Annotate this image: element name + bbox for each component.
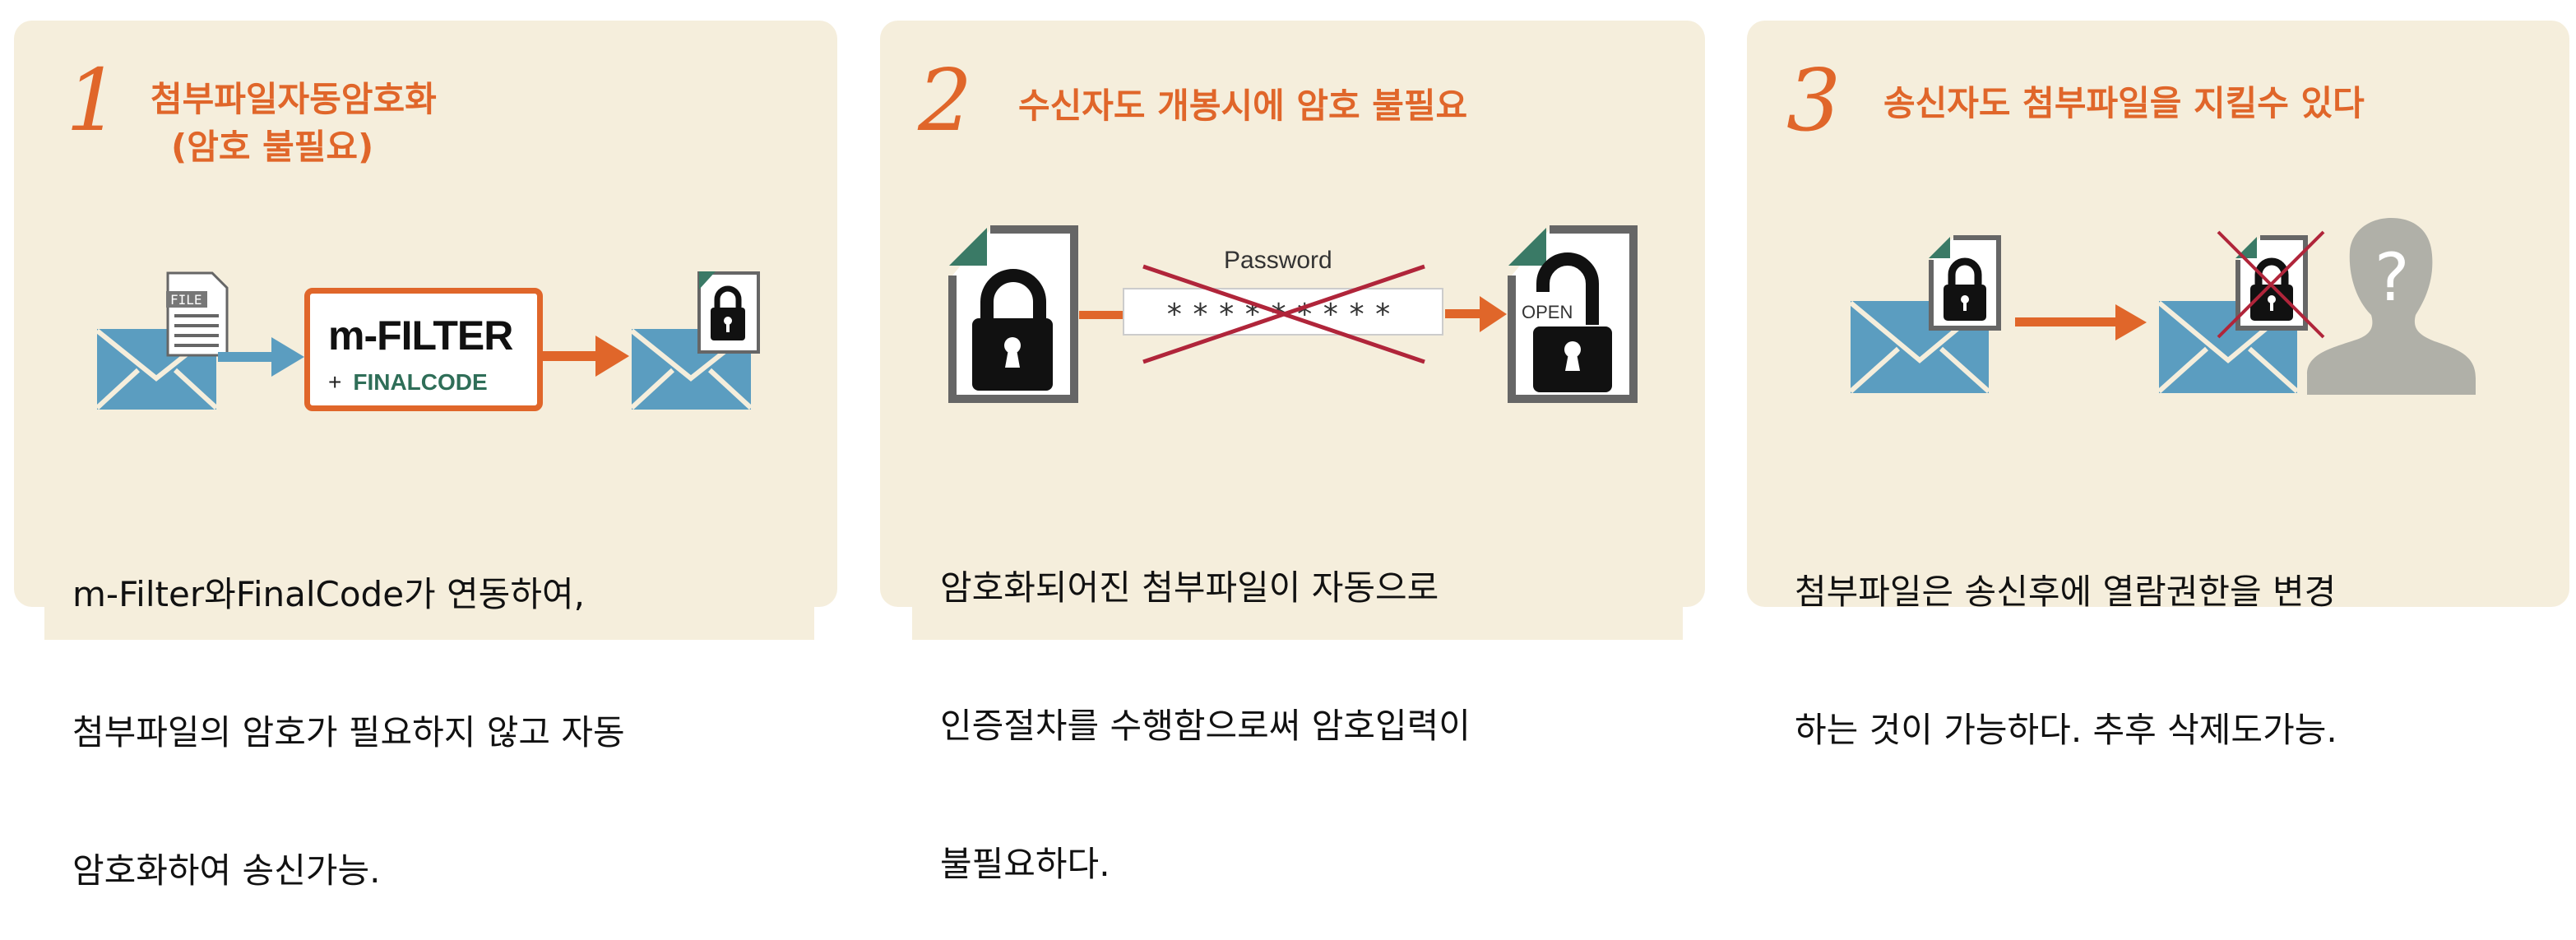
description-line: 암호화하여 송신가능. bbox=[72, 850, 381, 891]
panel-extension bbox=[44, 592, 814, 640]
arrow-icon bbox=[543, 336, 629, 377]
panel-title: 첨부파일자동암호화 bbox=[151, 79, 437, 119]
envelope-icon bbox=[629, 328, 753, 410]
panel-description: 암호화되어진 첨부파일이 자동으로 인증절차를 수행함으로써 암호입력이 불필요… bbox=[940, 473, 1471, 933]
m-filter-finalcode-logo: m-FILTER + FINALCODE bbox=[304, 288, 543, 411]
description-line: 인증절차를 수행함으로써 암호입력이 bbox=[940, 706, 1471, 746]
description-line: m-Filter와FinalCode가 연동하여, bbox=[72, 574, 585, 614]
panel-description: 첨부파일은 송신후에 열람권한을 변경 하는 것이 가능하다. 추후 삭제도가능… bbox=[1795, 477, 2337, 799]
unlocked-file-icon: OPEN bbox=[1508, 225, 1638, 403]
description-line: 하는 것이 가능하다. 추후 삭제도가능. bbox=[1795, 710, 2337, 750]
file-label: FILE bbox=[170, 292, 202, 308]
unknown-person-icon: ? bbox=[2307, 218, 2476, 395]
panel-description: m-Filter와FinalCode가 연동하여, 첨부파일의 암호가 필요하지… bbox=[72, 479, 625, 940]
step-number: 1 bbox=[66, 50, 121, 150]
cross-mark bbox=[2217, 230, 2325, 339]
locked-file-icon bbox=[697, 271, 760, 354]
file-icon: FILE bbox=[166, 271, 229, 357]
connector-line bbox=[1079, 311, 1124, 319]
panel-extension bbox=[912, 592, 1683, 640]
open-label: OPEN bbox=[1522, 302, 1573, 322]
description-line: 첨부파일은 송신후에 열람권한을 변경 bbox=[1795, 572, 2337, 612]
panel-title: 수신자도 개봉시에 암호 불필요 bbox=[1018, 86, 1468, 126]
description-line: 암호화되어진 첨부파일이 자동으로 bbox=[940, 567, 1439, 608]
plus-sign: + bbox=[328, 369, 342, 395]
password-label: Password bbox=[1224, 247, 1332, 274]
description-line: 첨부파일의 암호가 필요하지 않고 자동 bbox=[72, 712, 625, 752]
description-line: 불필요하다. bbox=[940, 844, 1110, 884]
locked-file-icon bbox=[948, 225, 1078, 403]
locked-file-icon bbox=[1929, 235, 2001, 331]
m-filter-logo: m-FILTER bbox=[328, 313, 513, 359]
panel-title: 송신자도 첨부파일을 지킬수 있다 bbox=[1883, 83, 2365, 123]
panel-title-sub: (암호 불필요) bbox=[171, 127, 374, 167]
arrow-icon bbox=[2015, 304, 2147, 340]
cross-mark bbox=[1142, 264, 1425, 364]
step-number: 3 bbox=[1786, 50, 1842, 150]
step-number: 2 bbox=[918, 50, 973, 150]
finalcode-logo: FINALCODE bbox=[353, 369, 488, 395]
arrow-icon bbox=[218, 337, 304, 377]
question-mark: ? bbox=[2374, 239, 2409, 316]
arrow-icon bbox=[1445, 296, 1507, 332]
